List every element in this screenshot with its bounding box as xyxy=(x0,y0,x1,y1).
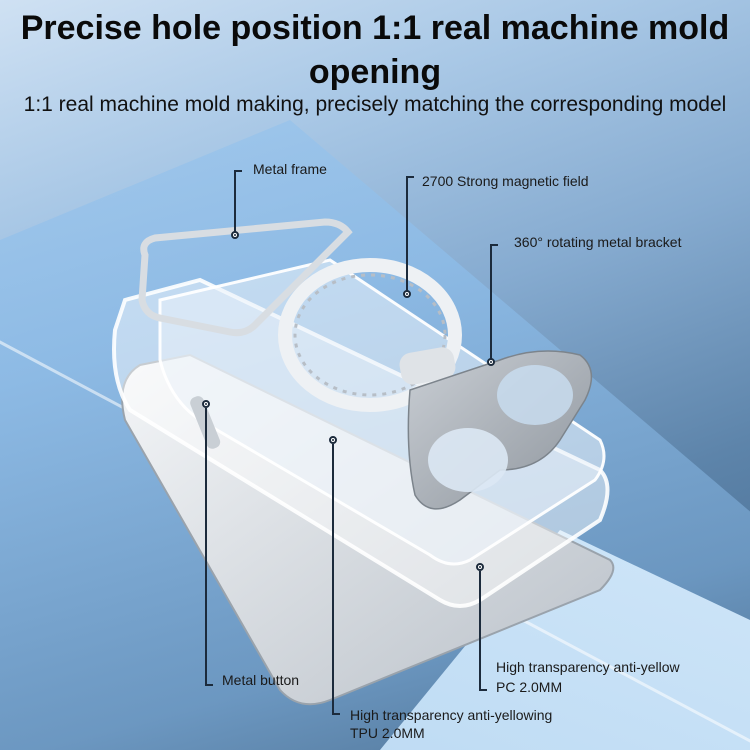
anchor-dot-icon xyxy=(403,290,411,298)
callout-label-line2: PC 2.0MM xyxy=(496,679,563,695)
anchor-dot-icon xyxy=(476,563,484,571)
bracket-hinge xyxy=(399,347,456,385)
anchor-dot-icon xyxy=(202,400,210,408)
callout-label: 360° rotating metal bracket xyxy=(514,234,682,250)
anchor-dot-icon xyxy=(329,436,337,444)
pc-back xyxy=(158,258,606,566)
anchor-dot-icon xyxy=(487,358,495,366)
magnetic-ring xyxy=(278,258,462,412)
callout-label: Metal button xyxy=(222,672,300,688)
metal-frame-part xyxy=(138,218,353,337)
page-subtitle: 1:1 real machine mold making, precisely … xyxy=(23,93,727,116)
page-title: Precise hole position 1:1 real machine m… xyxy=(20,9,730,91)
anchor-dot-icon xyxy=(231,231,239,239)
callout-label: 2700 Strong magnetic field xyxy=(422,173,589,189)
callout-label-line2: TPU 2.0MM xyxy=(350,725,425,741)
callout-label-line1: High transparency anti-yellowing xyxy=(350,707,553,723)
callout-label-line1: High transparency anti-yellow xyxy=(496,659,680,675)
callout-label: Metal frame xyxy=(253,161,327,177)
